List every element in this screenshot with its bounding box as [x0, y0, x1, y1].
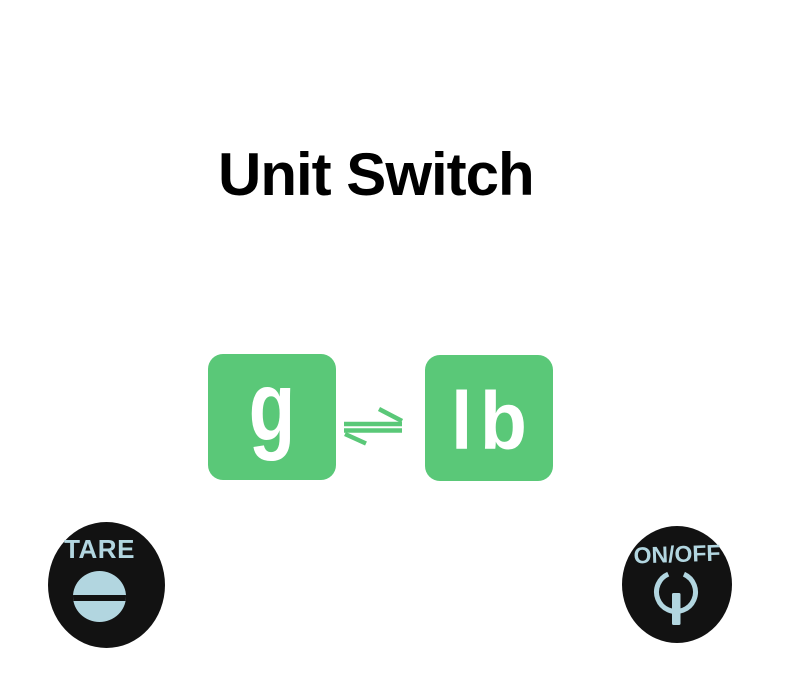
- tare-button-label: TARE: [64, 534, 135, 564]
- pound-unit-tile[interactable]: lb: [425, 355, 553, 481]
- pound-unit-label: lb: [450, 376, 535, 467]
- page-title: Unit Switch: [218, 141, 535, 208]
- power-icon: [654, 570, 698, 625]
- tare-half-disc-icon: [73, 571, 126, 622]
- swap-arrows-icon: [344, 407, 404, 446]
- gram-unit-tile[interactable]: g: [208, 351, 336, 480]
- tare-button[interactable]: TARE: [48, 522, 165, 648]
- on-off-button[interactable]: ON/OFF: [622, 526, 732, 643]
- tare-stripe: [73, 595, 126, 601]
- on-off-button-label: ON/OFF: [633, 539, 721, 569]
- gram-unit-label: g: [248, 351, 296, 461]
